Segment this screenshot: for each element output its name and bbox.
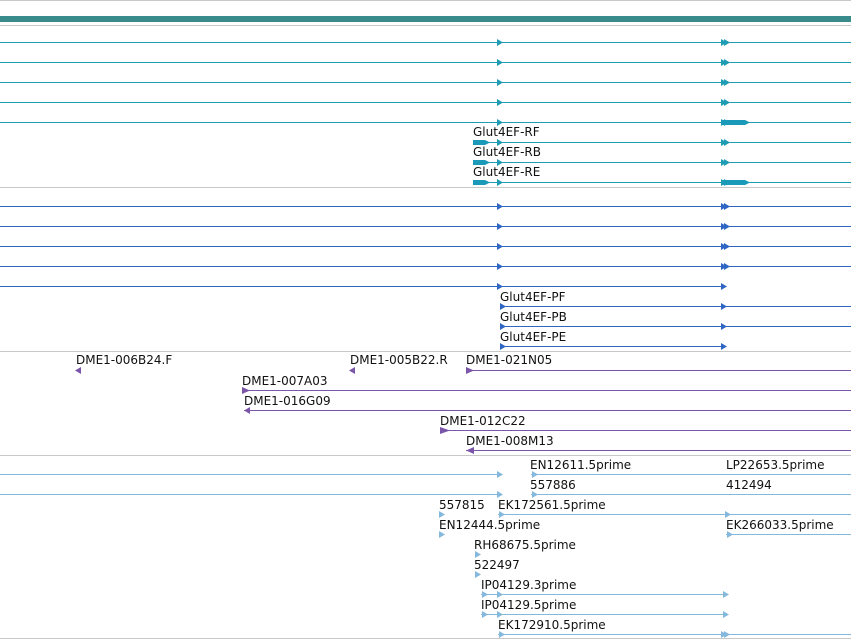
cdna-block: [466, 367, 474, 374]
strand-arrow: [497, 139, 503, 146]
protein-label-pb[interactable]: Glut4EF-PB: [500, 310, 567, 324]
strand-arrow: [497, 159, 503, 166]
est-marker: [439, 531, 445, 538]
cdna-marker: [349, 367, 355, 374]
est-label-412494[interactable]: 412494: [726, 478, 772, 492]
exon-block-tip: [485, 160, 490, 165]
cdna-label-dme1-006b24[interactable]: DME1-006B24.F: [76, 353, 173, 367]
strand-arrow: [724, 79, 730, 86]
est-marker: [475, 551, 481, 558]
strand-arrow: [723, 591, 729, 598]
strand-arrow: [497, 491, 503, 498]
strand-arrow: [721, 283, 727, 290]
strand-arrow: [497, 39, 503, 46]
strand-arrow: [497, 471, 503, 478]
cdna-marker: [75, 367, 81, 374]
strand-arrow: [727, 531, 733, 538]
est-marker: [439, 511, 445, 518]
est-label-rh68675[interactable]: RH68675.5prime: [474, 538, 576, 552]
strand-arrow: [497, 283, 503, 290]
strand-arrow: [724, 263, 730, 270]
strand-arrow: [724, 631, 730, 638]
est-label-ek172561[interactable]: EK172561.5prime: [498, 498, 606, 512]
strand-arrow: [500, 323, 506, 330]
gene-span-bar: [0, 16, 851, 22]
est-label-557815[interactable]: 557815: [439, 498, 485, 512]
protein-label-pe[interactable]: Glut4EF-PE: [500, 330, 567, 344]
est-label-en12611[interactable]: EN12611.5prime: [530, 458, 632, 472]
cdna-label-dme1-012c22[interactable]: DME1-012C22: [440, 414, 526, 428]
strand-arrow: [721, 303, 727, 310]
exon-block: [721, 120, 745, 125]
transcript-label-rf[interactable]: Glut4EF-RF: [473, 125, 540, 139]
strand-arrow: [724, 159, 730, 166]
strand-arrow: [497, 611, 503, 618]
strand-arrow: [724, 243, 730, 250]
strand-arrow: [497, 223, 503, 230]
strand-arrow: [725, 511, 731, 518]
strand-arrow: [500, 303, 506, 310]
protein-label-pf[interactable]: Glut4EF-PF: [500, 290, 566, 304]
est-label-522497[interactable]: 522497: [474, 558, 520, 572]
cdna-block: [466, 447, 474, 454]
strand-arrow: [724, 223, 730, 230]
cdna-label-dme1-016g09[interactable]: DME1-016G09: [244, 394, 331, 408]
est-label-ek266033[interactable]: EK266033.5prime: [726, 518, 834, 532]
exon-block: [473, 180, 485, 185]
strand-arrow: [482, 611, 488, 618]
strand-arrow: [497, 591, 503, 598]
strand-arrow: [721, 343, 727, 350]
strand-arrow: [497, 243, 503, 250]
strand-arrow: [500, 343, 506, 350]
transcript-label-rb[interactable]: Glut4EF-RB: [473, 145, 541, 159]
exon-block: [473, 160, 485, 165]
est-label-en12444[interactable]: EN12444.5prime: [439, 518, 541, 532]
est-label-ek172910[interactable]: EK172910.5prime: [498, 618, 606, 632]
strand-arrow: [724, 203, 730, 210]
est-label-ip04129-5prime[interactable]: IP04129.5prime: [481, 598, 577, 612]
strand-arrow: [724, 39, 730, 46]
est-marker: [475, 571, 481, 578]
strand-arrow: [721, 323, 727, 330]
cdna-label-dme1-005b22[interactable]: DME1-005B22.R: [350, 353, 448, 367]
strand-arrow: [723, 611, 729, 618]
cdna-label-dme1-008m13[interactable]: DME1-008M13: [466, 434, 554, 448]
exon-block-tip: [485, 140, 490, 145]
strand-arrow: [724, 59, 730, 66]
exon-block-tip: [745, 180, 750, 185]
exon-block-tip: [745, 120, 750, 125]
strand-arrow: [724, 139, 730, 146]
transcript-label-re[interactable]: Glut4EF-RE: [473, 165, 541, 179]
strand-arrow: [499, 511, 505, 518]
strand-arrow: [497, 179, 503, 186]
strand-arrow: [482, 591, 488, 598]
strand-arrow: [532, 491, 538, 498]
strand-arrow: [497, 263, 503, 270]
strand-arrow: [499, 631, 505, 638]
strand-arrow: [724, 99, 730, 106]
cdna-label-dme1-007a03[interactable]: DME1-007A03: [242, 374, 328, 388]
strand-arrow: [532, 471, 538, 478]
exon-block-tip: [485, 180, 490, 185]
strand-arrow: [497, 59, 503, 66]
cdna-label-dme1-021n05[interactable]: DME1-021N05: [466, 353, 553, 367]
strand-arrow: [244, 407, 250, 414]
est-label-557886[interactable]: 557886: [530, 478, 576, 492]
exon-block: [723, 180, 745, 185]
strand-arrow: [497, 79, 503, 86]
cdna-block: [440, 427, 450, 434]
exon-block: [473, 140, 485, 145]
strand-arrow: [497, 203, 503, 210]
strand-arrow: [497, 119, 503, 126]
cdna-block: [242, 387, 250, 394]
est-label-lp22653[interactable]: LP22653.5prime: [726, 458, 825, 472]
est-label-ip04129-3prime[interactable]: IP04129.3prime: [481, 578, 577, 592]
strand-arrow: [497, 99, 503, 106]
